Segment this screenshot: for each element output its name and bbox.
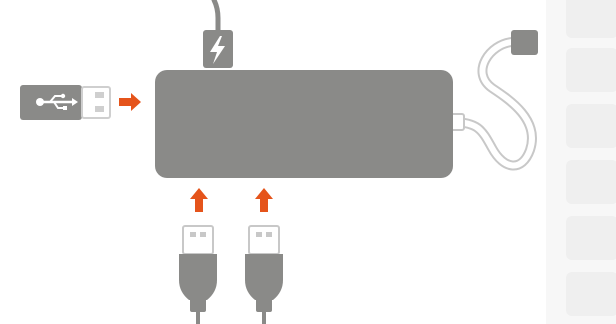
input-arrow [119, 93, 141, 111]
power-cable [214, 0, 218, 30]
output-arrow-1 [190, 188, 208, 212]
output-arrow-2 [255, 188, 273, 212]
usb-a-plug-2 [245, 226, 283, 324]
power-plug [203, 30, 233, 68]
usb-a-plug-1 [179, 226, 217, 324]
device-connector [511, 30, 538, 55]
device-cable [450, 30, 538, 166]
usb-input-plug [20, 85, 110, 120]
usb-hub-body [155, 70, 453, 178]
